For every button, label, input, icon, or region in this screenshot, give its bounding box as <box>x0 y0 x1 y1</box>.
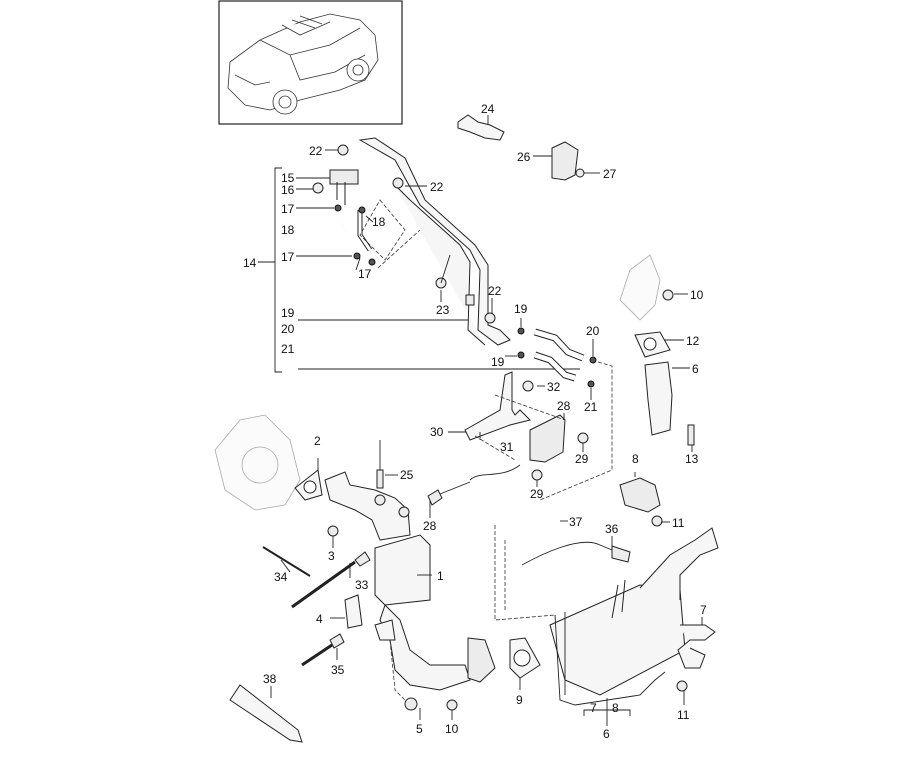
holder-26 <box>551 141 585 181</box>
callout-28[interactable]: 28 <box>557 399 571 413</box>
pressure-pipe-assembly <box>329 137 511 346</box>
callout-23[interactable]: 23 <box>436 303 450 317</box>
callout-38[interactable]: 38 <box>263 672 277 686</box>
sensors <box>291 440 631 667</box>
paste-tube-38 <box>229 684 303 743</box>
callout-27[interactable]: 27 <box>603 167 617 181</box>
callout-20[interactable]: 20 <box>281 322 295 336</box>
callout-7[interactable]: 7 <box>700 603 707 617</box>
heat-shield-4 <box>344 594 363 629</box>
pressure-sensor-module-28 <box>469 394 589 481</box>
callout-4[interactable]: 4 <box>316 612 323 626</box>
gasket-9 <box>509 637 541 679</box>
bracket-30 <box>464 371 531 441</box>
callout-2[interactable]: 2 <box>314 434 321 448</box>
callout-20-b[interactable]: 20 <box>586 324 600 338</box>
callout-29[interactable]: 29 <box>575 452 589 466</box>
callout-19[interactable]: 19 <box>281 306 295 320</box>
callout-11[interactable]: 11 <box>672 516 685 530</box>
callout-37[interactable]: 37 <box>569 515 583 529</box>
callout-7-group[interactable]: 7 <box>590 701 597 715</box>
hoses-19-21 <box>533 328 613 501</box>
callout-labels: 1 2 3 4 5 6 6 7 7 8 8 9 10 10 11 11 12 1… <box>243 102 707 741</box>
callout-11-lower[interactable]: 11 <box>677 708 690 722</box>
callout-31[interactable]: 31 <box>500 440 514 454</box>
callout-19-c[interactable]: 19 <box>491 355 505 369</box>
callout-9[interactable]: 9 <box>516 693 523 707</box>
callout-18[interactable]: 18 <box>281 223 295 237</box>
turbocharger-ghost <box>214 414 301 511</box>
callout-6-group[interactable]: 6 <box>603 727 610 741</box>
callout-10[interactable]: 10 <box>690 288 704 302</box>
callout-34[interactable]: 34 <box>274 570 288 584</box>
callout-30[interactable]: 30 <box>430 425 444 439</box>
callout-25[interactable]: 25 <box>400 468 414 482</box>
bolts-nuts <box>327 525 458 711</box>
callout-22-b[interactable]: 22 <box>430 180 444 194</box>
hanger-7 <box>676 624 716 692</box>
callout-17-b[interactable]: 17 <box>281 250 295 264</box>
callout-35[interactable]: 35 <box>331 663 345 677</box>
vehicle-thumbnail[interactable] <box>218 0 403 125</box>
callout-8[interactable]: 8 <box>632 452 639 466</box>
bracket-24 <box>457 114 505 141</box>
callout-17-c[interactable]: 17 <box>358 267 372 281</box>
callout-22[interactable]: 22 <box>309 144 323 158</box>
group-bracket-14 <box>258 167 580 373</box>
group-bracket-6 <box>583 698 631 726</box>
callout-21-b[interactable]: 21 <box>584 400 598 414</box>
gasket-2 <box>294 469 323 501</box>
rubber-mount-8 <box>619 477 663 527</box>
callout-36[interactable]: 36 <box>605 522 619 536</box>
callout-29-b[interactable]: 29 <box>530 487 544 501</box>
callout-12[interactable]: 12 <box>686 334 700 348</box>
callout-33[interactable]: 33 <box>355 578 369 592</box>
rear-silencer <box>494 525 719 706</box>
callout-19-b[interactable]: 19 <box>514 302 528 316</box>
catalytic-converter-1 <box>324 471 496 691</box>
callout-10-lower[interactable]: 10 <box>445 722 459 736</box>
callout-24[interactable]: 24 <box>481 102 495 116</box>
downpipe-6 <box>619 254 695 446</box>
callout-17[interactable]: 17 <box>281 202 295 216</box>
callout-28-b[interactable]: 28 <box>423 519 437 533</box>
callout-5[interactable]: 5 <box>416 722 423 736</box>
callout-22-c[interactable]: 22 <box>488 284 502 298</box>
callout-26[interactable]: 26 <box>517 150 531 164</box>
callout-16[interactable]: 16 <box>281 183 295 197</box>
fastener-clips <box>312 144 597 392</box>
callout-1[interactable]: 1 <box>437 569 444 583</box>
callout-13[interactable]: 13 <box>685 452 699 466</box>
callout-14[interactable]: 14 <box>243 256 257 270</box>
callout-3[interactable]: 3 <box>328 549 335 563</box>
callout-6[interactable]: 6 <box>692 362 699 376</box>
callout-8-group[interactable]: 8 <box>612 701 619 715</box>
cable-tie-34 <box>262 546 311 577</box>
callout-21[interactable]: 21 <box>281 342 295 356</box>
callout-15[interactable]: 15 <box>281 171 295 185</box>
leader-lines <box>270 115 703 720</box>
callout-18-b[interactable]: 18 <box>372 215 386 229</box>
callout-32[interactable]: 32 <box>547 380 561 394</box>
